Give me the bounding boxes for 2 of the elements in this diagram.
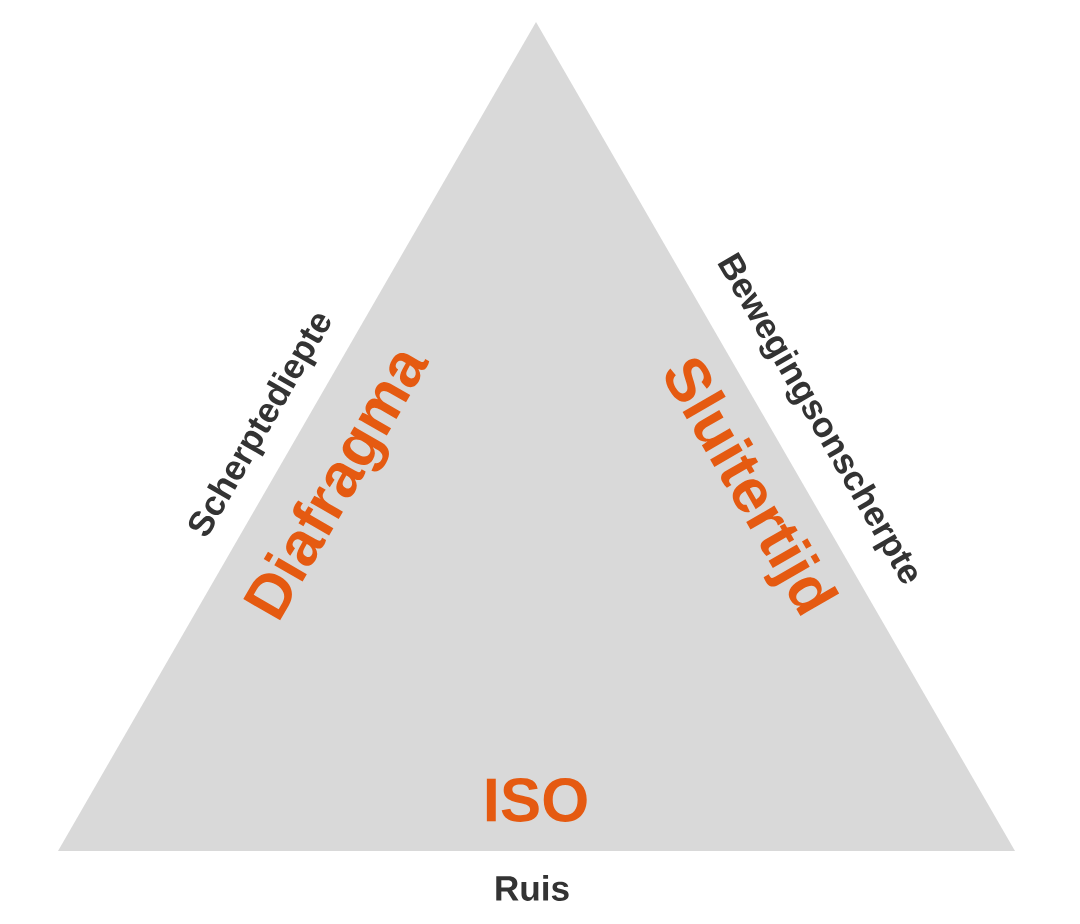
effect-label: Ruis [496,875,569,901]
setting-label: ISO [486,778,587,822]
